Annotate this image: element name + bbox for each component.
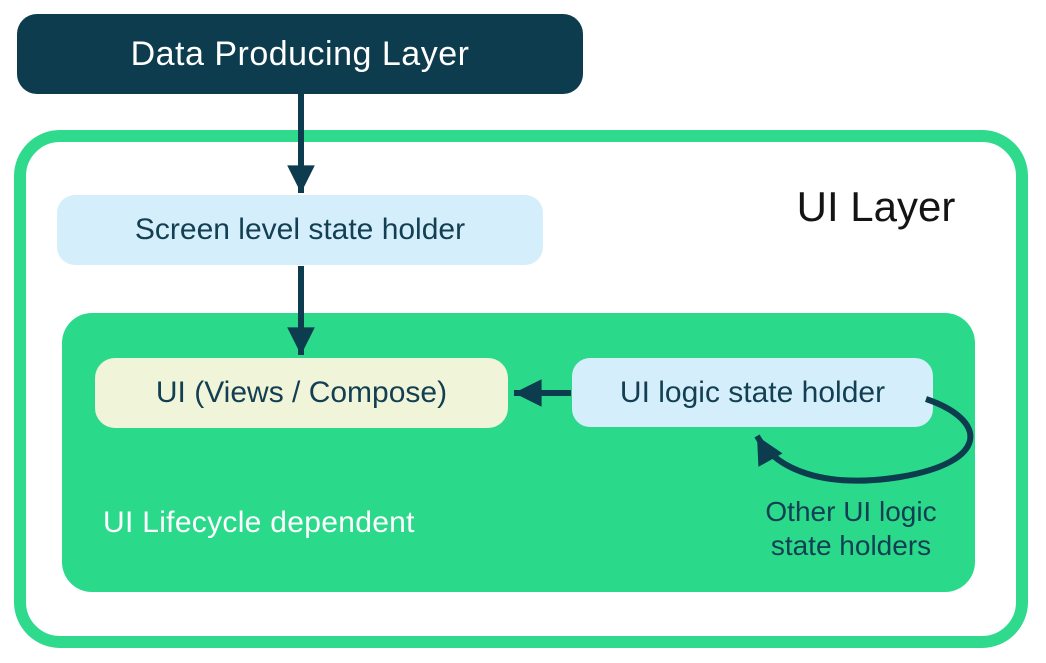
data-producing-layer-box: Data Producing Layer (17, 14, 583, 94)
other-ui-logic-state-holders-label: Other UI logic state holders (765, 496, 937, 561)
data-producing-layer-label: Data Producing Layer (130, 34, 470, 73)
ui-lifecycle-dependent-label: UI Lifecycle dependent (103, 506, 415, 539)
ui-logic-state-holder-label: UI logic state holder (619, 375, 886, 409)
ui-logic-state-holder-box: UI logic state holder (572, 358, 933, 427)
screen-level-state-holder-label: Screen level state holder (134, 213, 466, 246)
screen-level-state-holder-box: Screen level state holder (57, 195, 543, 265)
ui-views-compose-label: UI (Views / Compose) (155, 376, 448, 409)
ui-views-compose-box: UI (Views / Compose) (95, 358, 508, 428)
ui-layer-title: UI Layer (796, 183, 956, 230)
